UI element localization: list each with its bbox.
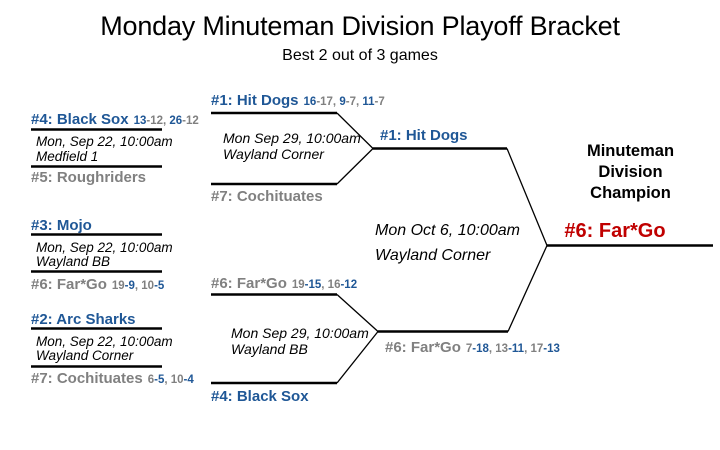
r1-m3-top-team-row: #2: Arc Sharks [31, 311, 136, 328]
team-label: #7: Cochituates [211, 188, 323, 205]
sf2-date: Mon Sep 29, 10:00am [231, 325, 369, 341]
series-scores: 13-12, 26-12 [133, 115, 199, 127]
r1-m2-top-team-row: #3: Mojo [31, 217, 92, 234]
series-scores: 19-15, 16-12 [291, 279, 358, 291]
final-venue: Wayland Corner [375, 247, 491, 264]
team-label: #5: Roughriders [31, 169, 147, 186]
team-label: #6: Far*Go [211, 275, 287, 292]
winner-label: #6: Far*Go [385, 339, 461, 356]
page-subtitle: Best 2 out of 3 games [282, 47, 438, 64]
r1-m1-venue: Medfield 1 [36, 149, 99, 164]
connector-lines [336, 112, 548, 384]
r1-m2-bottom-team-row: #6: Far*Go 19-9, 10-5 [31, 276, 164, 293]
series-scores: 19-9, 10-5 [111, 280, 165, 292]
r1-m2-date: Mon, Sep 22, 10:00am [36, 240, 173, 255]
series-scores: 16-17, 9-7, 11-7 [303, 96, 385, 108]
r1-m1-top-team-row: #4: Black Sox 13-12, 26-12 [31, 111, 199, 128]
winner-label: #1: Hit Dogs [380, 127, 468, 144]
final-date: Mon Oct 6, 10:00am [375, 222, 520, 239]
sf2-venue: Wayland BB [231, 341, 308, 357]
team-label: #1: Hit Dogs [211, 92, 299, 109]
r1-m1-bottom-team-row: #5: Roughriders [31, 169, 146, 186]
sf1-top-team-row: #1: Hit Dogs 16-17, 9-7, 11-7 [211, 92, 385, 109]
r1-m1-date: Mon, Sep 22, 10:00am [36, 134, 173, 149]
sf1-bottom-team-row: #7: Cochituates [211, 188, 323, 205]
r1-m3-bottom-team-row: #7: Cochituates 6-5, 10-4 [31, 370, 194, 387]
r1-m2-venue: Wayland BB [36, 254, 111, 269]
matchup-lines [31, 111, 713, 385]
sf2-winner-row: #6: Far*Go 7-18, 13-11, 17-13 [385, 339, 560, 356]
champion-heading: Minuteman Division Champion [586, 142, 675, 202]
sf2-bottom-team-row: #4: Black Sox [211, 388, 309, 405]
sf1-date: Mon Sep 29, 10:00am [223, 130, 361, 146]
team-label: #3: Mojo [31, 217, 92, 234]
page-title: Monday Minuteman Division Playoff Bracke… [100, 11, 620, 41]
series-scores: 6-5, 10-4 [147, 374, 194, 386]
sf1-winner-row: #1: Hit Dogs [380, 127, 468, 144]
team-label: #2: Arc Sharks [31, 311, 136, 328]
champion-name: #6: Far*Go [564, 220, 666, 242]
series-scores: 7-18, 13-11, 17-13 [465, 343, 560, 355]
team-label: #4: Black Sox [31, 111, 129, 128]
team-label: #4: Black Sox [211, 388, 309, 405]
r1-m3-venue: Wayland Corner [36, 348, 134, 363]
r1-m3-date: Mon, Sep 22, 10:00am [36, 334, 173, 349]
team-label: #7: Cochituates [31, 370, 143, 387]
team-label: #6: Far*Go [31, 276, 107, 293]
sf1-venue: Wayland Corner [223, 146, 324, 162]
sf2-top-team-row: #6: Far*Go 19-15, 16-12 [211, 275, 357, 292]
